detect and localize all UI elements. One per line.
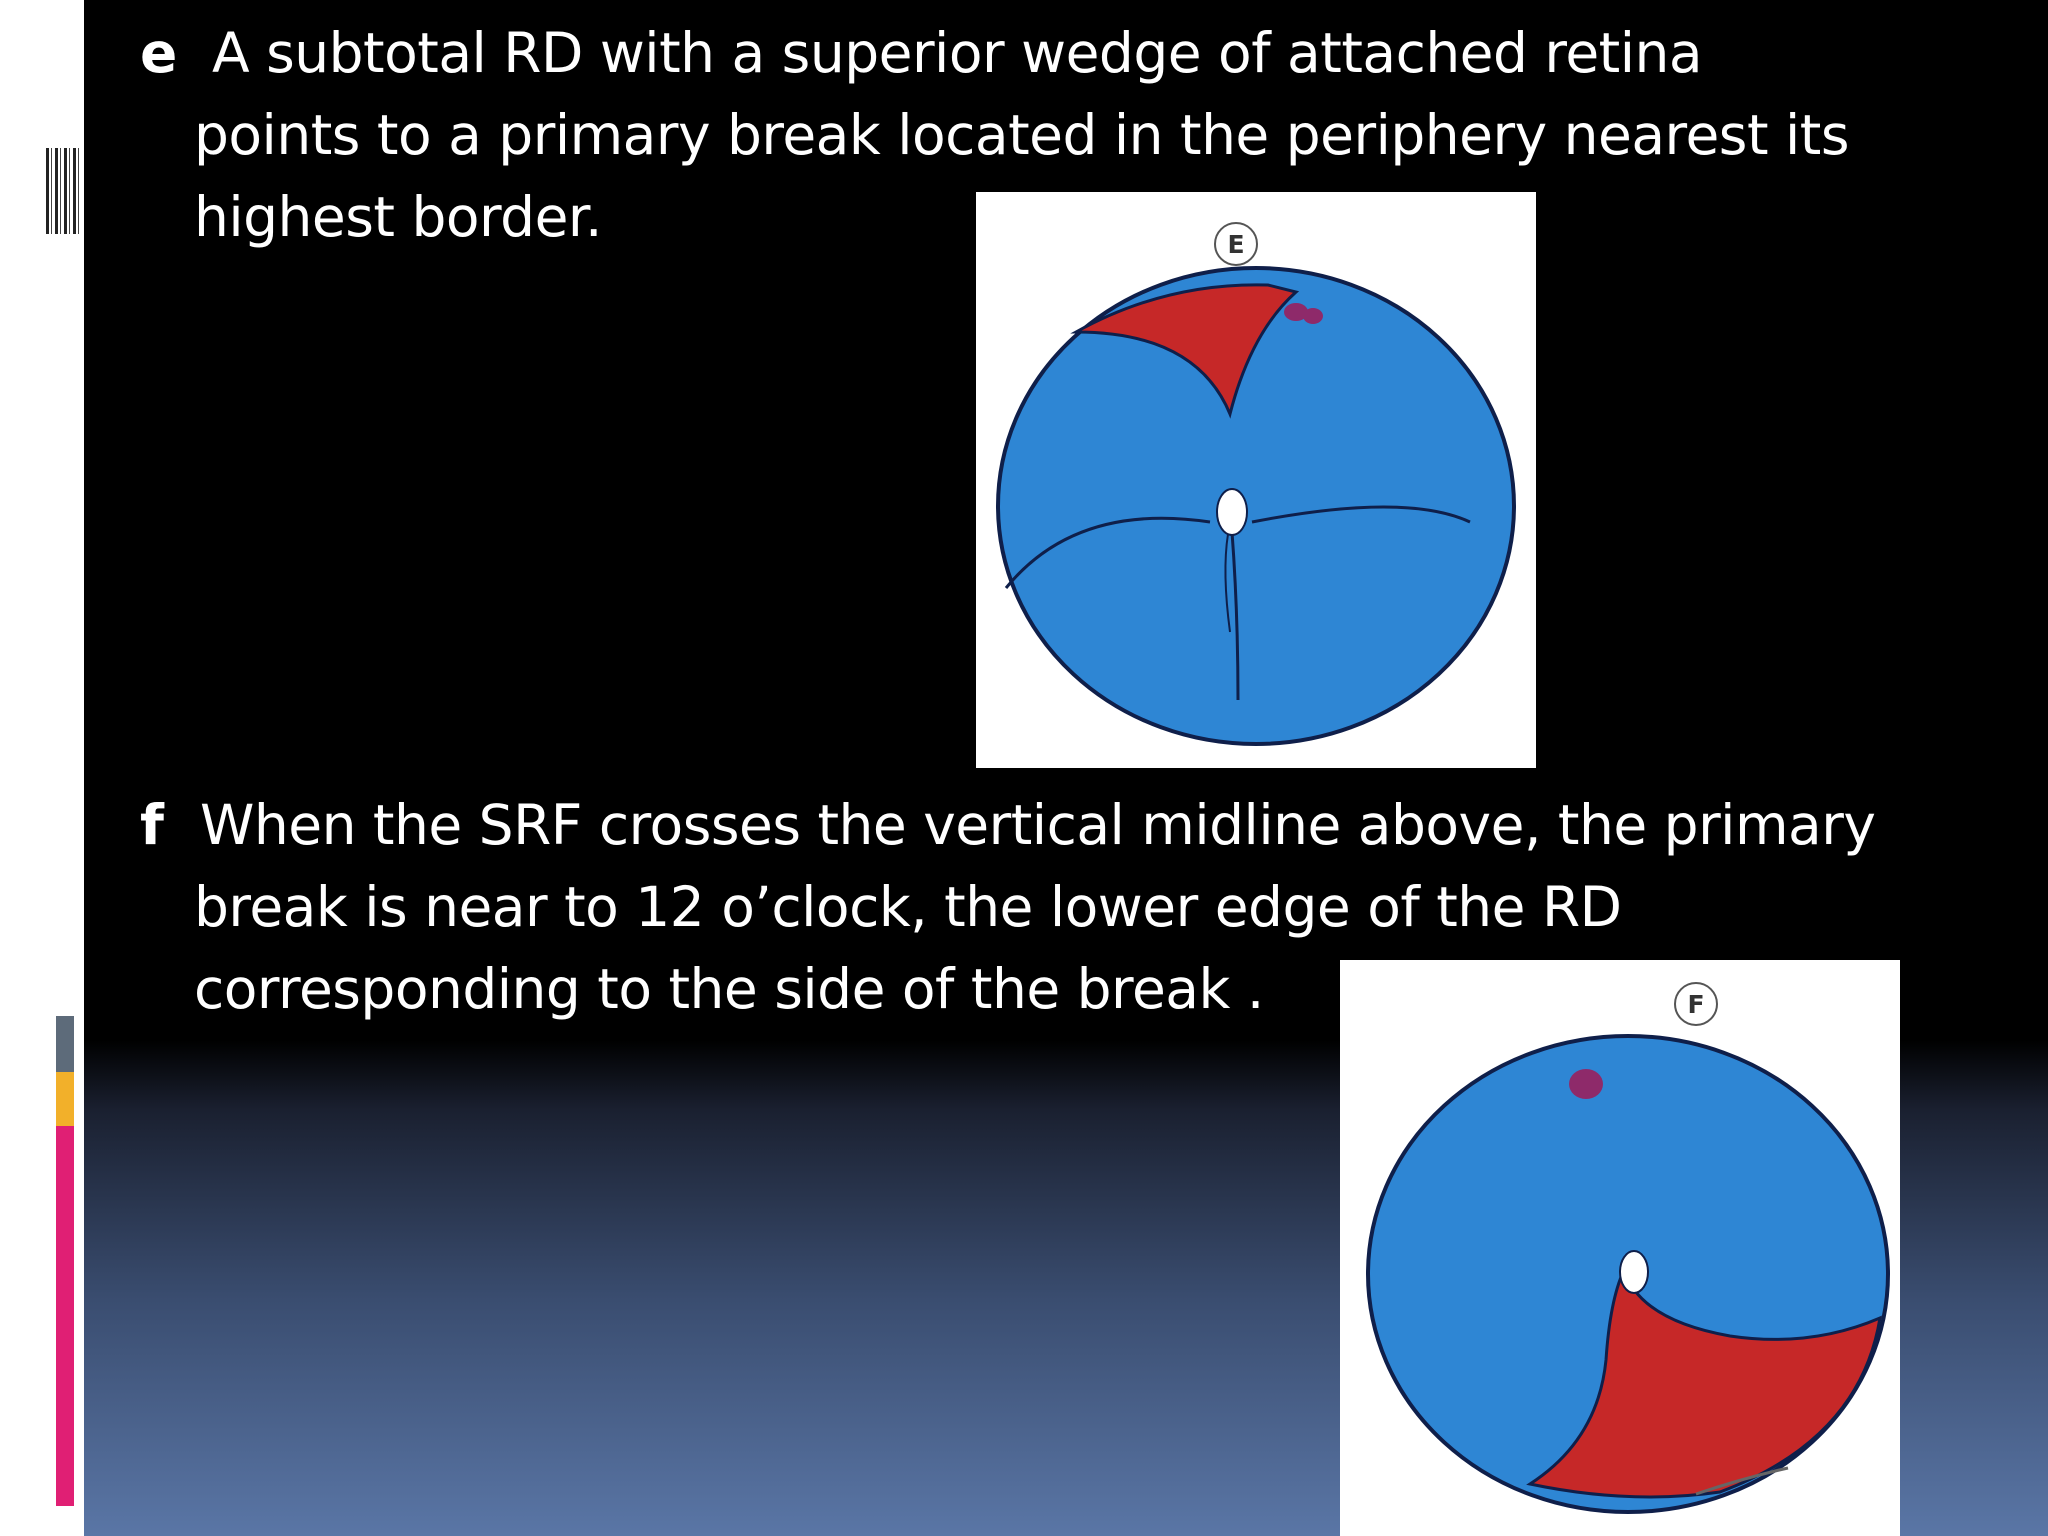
item-f-line-2: break is near to 12 o’clock, the lower e… xyxy=(194,875,1622,939)
vessel-arcade-right xyxy=(1251,505,1471,524)
item-f-line-1: When the SRF crosses the vertical midlin… xyxy=(200,793,1876,857)
item-f-line-3: corresponding to the side of the break . xyxy=(194,957,1264,1021)
margin-color-bar-yellow xyxy=(56,1072,74,1126)
slide: e A subtotal RD with a superior wedge of… xyxy=(84,0,2048,1536)
margin-barcode-decoration xyxy=(46,148,80,234)
vessel-arcade-left xyxy=(1004,516,1211,589)
item-f-marker: f xyxy=(140,793,164,857)
item-e-line-2: points to a primary break located in the… xyxy=(194,103,1850,167)
figure-e: E xyxy=(976,192,1536,768)
figure-e-label: E xyxy=(1227,230,1244,259)
retinal-break-secondary xyxy=(1303,308,1323,324)
vessel-inferior xyxy=(1230,531,1240,701)
figure-f-label: F xyxy=(1687,990,1704,1019)
item-e-line-1: A subtotal RD with a superior wedge of a… xyxy=(212,21,1703,85)
item-e-marker: e xyxy=(140,21,177,85)
retinal-break xyxy=(1569,1069,1603,1099)
optic-disc xyxy=(1216,488,1248,536)
figure-f-label-circle xyxy=(1674,982,1718,1026)
figure-f-diagram: F xyxy=(1366,982,1890,1514)
artist-signature-mark xyxy=(1695,1466,1789,1496)
figure-e-label-circle xyxy=(1214,222,1258,266)
item-e-line-3: highest border. xyxy=(194,185,602,249)
retinal-break xyxy=(1284,303,1308,321)
optic-disc xyxy=(1619,1250,1649,1294)
attached-retina-region xyxy=(1526,1265,1882,1499)
detached-retina-disc xyxy=(996,266,1516,746)
figure-e-diagram: E xyxy=(996,222,1516,746)
left-margin xyxy=(0,0,84,1536)
margin-color-bar-gray xyxy=(56,1016,74,1072)
figure-f: F xyxy=(1340,960,1900,1536)
margin-color-bar-pink xyxy=(56,1126,74,1506)
attached-retina-wedge xyxy=(1070,283,1300,419)
vessel-inferior-branch xyxy=(1224,533,1231,633)
